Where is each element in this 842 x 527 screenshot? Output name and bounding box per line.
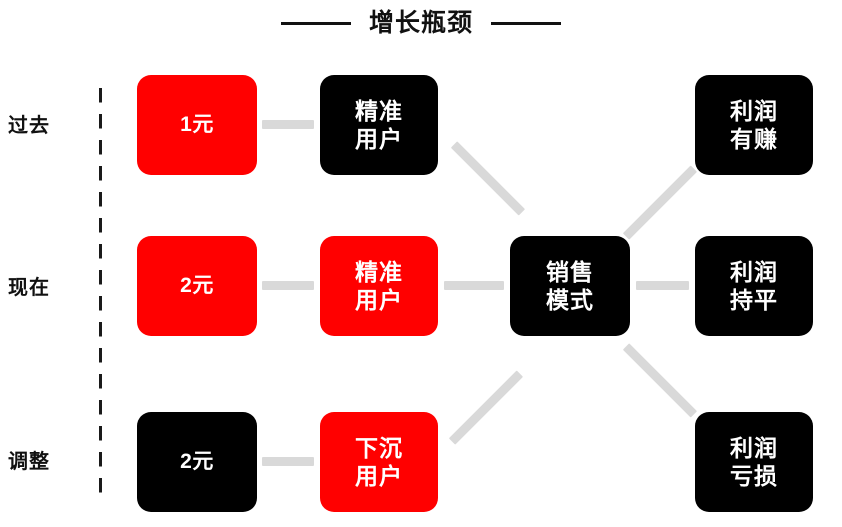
node-center-sales-model[interactable]: 销售 模式 (510, 236, 630, 336)
node-adjust-price[interactable]: 2元 (137, 412, 257, 512)
node-past-outcome[interactable]: 利润 有赚 (695, 75, 813, 175)
node-present-price[interactable]: 2元 (137, 236, 257, 336)
title-rule-right-icon (491, 21, 561, 25)
connector-past-segment-to-center (450, 141, 526, 216)
title-rule-left-icon (280, 21, 351, 25)
row-label-present: 现在 (8, 277, 50, 299)
connector-center-to-past-outcome (622, 165, 698, 240)
connector-adjust-segment-to-center (448, 370, 524, 445)
dashed-divider (99, 88, 102, 500)
node-past-price[interactable]: 1元 (137, 75, 257, 175)
node-present-segment[interactable]: 精准 用户 (320, 236, 438, 336)
connector-present-segment-to-center (444, 281, 504, 290)
row-label-adjust: 调整 (8, 451, 50, 473)
row-label-past: 过去 (8, 115, 50, 137)
node-adjust-segment[interactable]: 下沉 用户 (320, 412, 438, 512)
connector-past-price-to-segment (262, 120, 314, 129)
connector-center-to-adjust-outcome (622, 343, 698, 418)
connector-present-price-to-segment (262, 281, 314, 290)
node-adjust-outcome[interactable]: 利润 亏损 (695, 412, 813, 512)
diagram-title: 增长瓶颈 (0, 0, 842, 46)
connector-present-center-to-outcome (636, 281, 689, 290)
connector-adjust-price-to-segment (262, 457, 314, 466)
node-past-segment[interactable]: 精准 用户 (320, 75, 438, 175)
node-present-outcome[interactable]: 利润 持平 (695, 236, 813, 336)
page-title: 增长瓶颈 (368, 8, 473, 37)
